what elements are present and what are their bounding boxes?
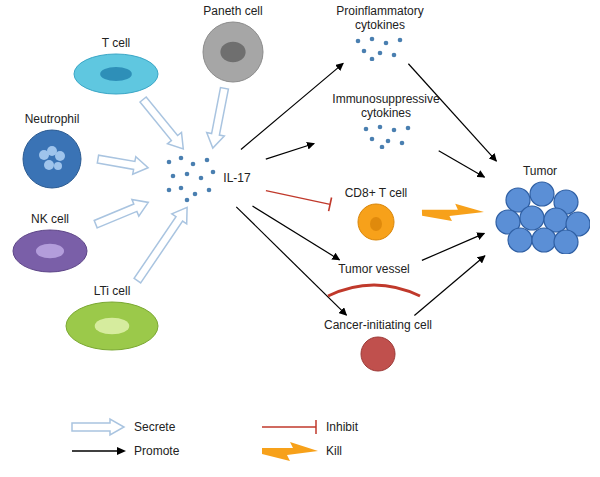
node-label: Proinflammatory cytokines	[318, 4, 442, 33]
cell-node: NK cell	[8, 212, 92, 274]
node-label: Paneth cell	[188, 4, 278, 18]
node-label: Tumor	[488, 164, 592, 178]
cd8-cell-shape	[356, 202, 396, 242]
cell-node: T cell	[68, 36, 164, 96]
node-label: Immunosuppressive cytokines	[318, 92, 454, 121]
cell-node: Paneth cell	[188, 4, 278, 84]
cytokine-dots	[163, 152, 219, 204]
cell-node: CD8+ T cell	[334, 186, 418, 242]
node-label: Tumor vessel	[322, 262, 426, 276]
promote-connector	[241, 63, 343, 149]
legend-text: Secrete	[134, 420, 175, 434]
node-label: LTi cell	[62, 284, 162, 298]
promote-connector	[236, 207, 346, 315]
secrete-connector	[140, 97, 183, 149]
cell-node: IL-17	[152, 152, 262, 204]
cell-node: LTi cell	[62, 284, 162, 352]
legend-promote-arrow	[72, 450, 120, 451]
cell-node: Tumor vessel	[322, 262, 426, 300]
cell-shape	[64, 300, 160, 352]
cell-shape	[19, 128, 85, 190]
tumor-vessel-arc	[324, 278, 424, 300]
promote-connector	[439, 151, 485, 177]
cancer-initiating-cell-shape	[358, 334, 398, 374]
legend-inhibit-bar	[315, 420, 317, 434]
node-label: Neutrophil	[10, 112, 94, 126]
secrete-connector	[207, 88, 229, 149]
secrete-connector	[134, 207, 187, 283]
promote-connector	[414, 256, 485, 316]
promote-connector	[422, 233, 484, 260]
cell-shape	[72, 52, 160, 96]
legend-text: Inhibit	[326, 420, 358, 434]
kill-connector	[422, 204, 484, 221]
cell-node: Neutrophil	[10, 112, 94, 190]
inhibit-connector	[266, 191, 332, 212]
cell-shape	[198, 20, 268, 84]
promote-connector	[252, 206, 339, 260]
secrete-connector	[97, 155, 148, 174]
legend-secrete-arrow	[72, 419, 124, 435]
cytokine-dots	[358, 123, 414, 149]
legend-inhibit-line	[262, 426, 316, 427]
node-label: CD8+ T cell	[334, 186, 418, 200]
promote-connector	[408, 64, 496, 161]
tumor-cluster	[490, 180, 590, 254]
node-row: IL-17	[152, 152, 262, 204]
cytokine-dots	[352, 35, 408, 61]
node-label: T cell	[68, 36, 164, 50]
cell-node: Proinflammatory cytokines	[318, 4, 442, 61]
cell-node: Tumor	[488, 164, 592, 254]
cell-shape	[11, 228, 89, 274]
legend-kill-bolt	[262, 442, 318, 461]
node-label: Cancer-initiating cell	[320, 318, 436, 332]
promote-connector	[266, 144, 314, 160]
cell-node: Immunosuppressive cytokines	[318, 92, 454, 149]
legend-text: Kill	[326, 444, 342, 458]
node-label: IL-17	[223, 171, 250, 185]
legend-promote-head	[117, 447, 126, 455]
node-label: NK cell	[8, 212, 92, 226]
legend-text: Promote	[134, 444, 179, 458]
secrete-connector	[94, 199, 148, 228]
cell-node: Cancer-initiating cell	[320, 318, 436, 374]
